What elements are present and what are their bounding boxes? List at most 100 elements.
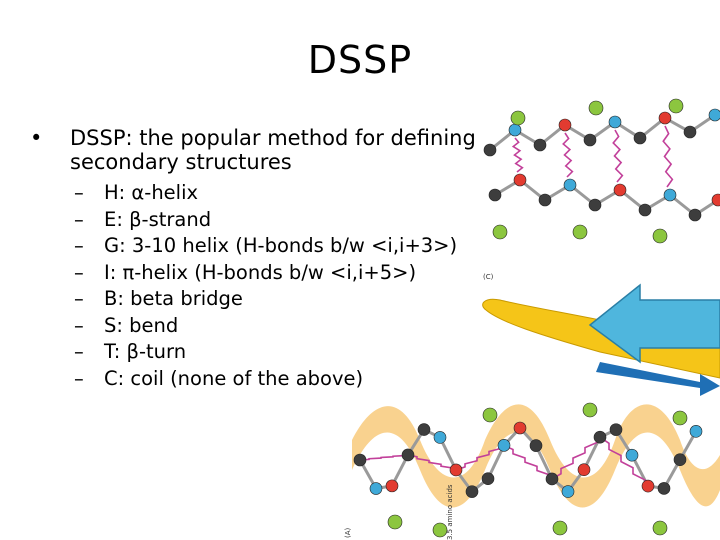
dash-mark: – [74, 234, 84, 257]
bond-stick [694, 198, 719, 217]
bond-stick [471, 477, 489, 493]
bond-stick [639, 116, 666, 140]
atom-ball [711, 193, 720, 207]
bond-stick [689, 113, 716, 134]
atom-ball [593, 430, 607, 444]
bullet-mark: • [30, 126, 43, 150]
item-text: I: π-helix (H-bonds b/w <i,i+5>) [104, 260, 417, 284]
bond-stick [518, 426, 538, 447]
atom-ball [683, 125, 697, 139]
hbond-spring [599, 436, 646, 487]
list-item: –C: coil (none of the above) [74, 366, 480, 393]
bond-stick [564, 123, 591, 142]
bond-stick [678, 430, 698, 461]
atom-ball [488, 188, 502, 202]
atom-ball [657, 482, 671, 495]
hbond-spring [562, 132, 574, 178]
atom-ball [658, 111, 672, 125]
bond-stick [438, 436, 458, 471]
item-text: C: coil (none of the above) [104, 366, 364, 390]
atom-ball [369, 482, 383, 495]
hbond-spring [503, 444, 550, 479]
atom-ball [583, 133, 597, 147]
bond-stick [614, 120, 641, 140]
bond-stick [454, 469, 474, 493]
atom-ball [558, 118, 572, 132]
main-bullet: • DSSP: the popular method for defining … [30, 126, 480, 174]
atom-ball [353, 453, 367, 467]
bond-stick [644, 193, 671, 212]
bond-stick [514, 128, 541, 147]
side-chain-ball [552, 520, 568, 536]
atom-ball [533, 138, 547, 152]
atom-ball [481, 472, 495, 486]
list-item: –E: β-strand [74, 207, 480, 234]
atom-ball [641, 479, 655, 493]
side-chain-ball [672, 410, 688, 426]
item-text: E: β-strand [104, 207, 212, 231]
atom-ball [385, 479, 399, 493]
bond-stick [486, 444, 506, 480]
side-chain-ball [588, 100, 604, 116]
hbond-spring [359, 454, 406, 461]
bond-stick [494, 178, 521, 197]
hbond-spring [455, 445, 502, 471]
bond-stick [630, 454, 650, 487]
atom-ball [633, 131, 647, 145]
side-chain-ball [668, 98, 684, 114]
bond-stick [502, 426, 522, 447]
strand-arrow-lower [596, 362, 720, 396]
atom-ball [417, 423, 431, 436]
list-item: –B: beta bridge [74, 286, 480, 313]
atom-ball [513, 173, 527, 187]
atom-ball [449, 463, 463, 477]
list-item: –G: 3-10 helix (H-bonds b/w <i,i+3>) [74, 233, 480, 260]
hbond-spring [612, 129, 624, 183]
list-item: –H: α-helix [74, 180, 480, 207]
atom-ball [663, 188, 677, 202]
list-item: –S: bend [74, 313, 480, 340]
atom-ball [529, 439, 543, 452]
atom-ball [497, 439, 511, 452]
item-text: G: 3-10 helix (H-bonds b/w <i,i+3>) [104, 234, 458, 257]
side-chain-ball [652, 228, 668, 244]
atom-ball [465, 485, 479, 498]
dash-mark: – [74, 287, 84, 310]
bond-stick [544, 183, 571, 202]
bond-stick [647, 484, 665, 490]
item-text: H: α-helix [104, 181, 199, 204]
dash-mark: – [74, 366, 84, 390]
side-chain-ball [572, 224, 588, 240]
bond-stick [375, 484, 393, 490]
dash-mark: – [74, 260, 84, 284]
bond-stick [619, 188, 646, 212]
atom-ball [638, 203, 652, 217]
atom-ball [561, 485, 575, 498]
atom-ball [625, 448, 639, 462]
atom-ball [673, 453, 687, 467]
amino-acid-note: 3.5 amino acids [446, 484, 454, 540]
atom-ball [613, 183, 627, 197]
bond-stick [519, 178, 546, 202]
helix-ribbon [352, 404, 720, 508]
bond-stick [358, 459, 378, 490]
side-chain-ball [482, 407, 498, 423]
side-chain-ball [387, 514, 403, 530]
atom-ball [588, 198, 602, 212]
item-text: S: bend [104, 313, 179, 337]
bond-stick [423, 428, 441, 439]
hbond-spring [551, 437, 598, 480]
atom-ball [608, 115, 622, 129]
bond-stick [569, 183, 596, 207]
beta-hairpin-ribbon [482, 283, 720, 396]
panel-label-c: (C) [483, 273, 494, 281]
dash-mark: – [74, 340, 84, 363]
hbond-spring [407, 454, 454, 470]
atom-ball [545, 472, 559, 486]
hairpin-strand [482, 298, 720, 379]
slide-content: • DSSP: the popular method for defining … [30, 126, 480, 392]
beta-sheet-model [483, 98, 720, 244]
bond-stick [589, 120, 616, 142]
atom-ball [433, 431, 447, 444]
